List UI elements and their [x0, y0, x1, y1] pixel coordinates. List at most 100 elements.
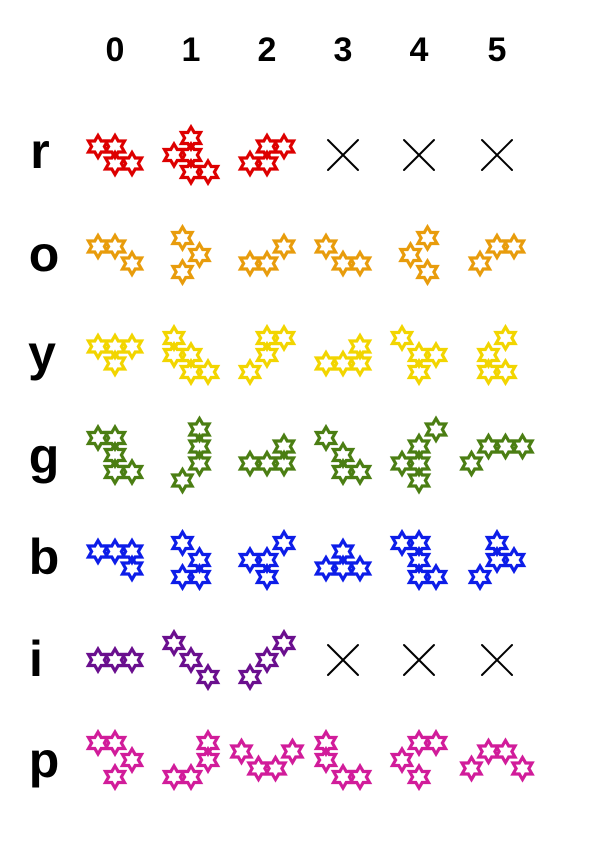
shape-y-2: [237, 323, 297, 387]
column-label-3: 3: [334, 31, 353, 69]
star-icon: [493, 737, 518, 766]
star-icon: [389, 449, 415, 478]
star-icon: [501, 545, 527, 575]
star-icon: [119, 249, 145, 278]
shape-p-0: [85, 728, 145, 792]
shape-grid: [85, 123, 535, 792]
star-icon: [330, 249, 356, 278]
star-icon: [170, 223, 195, 253]
star-icon: [493, 323, 518, 353]
star-icon: [237, 545, 263, 575]
star-icon: [195, 745, 221, 775]
star-icon: [313, 728, 339, 758]
star-icon: [406, 528, 432, 558]
shape-y-1: [161, 323, 221, 387]
star-icon: [187, 432, 212, 461]
star-icon: [501, 232, 527, 261]
star-icon: [476, 340, 501, 370]
row-label-g: g: [29, 428, 60, 484]
star-icon: [406, 432, 432, 461]
star-icon: [271, 232, 297, 261]
star-icon: [271, 132, 297, 161]
star-icon: [102, 423, 128, 453]
star-icon: [195, 357, 221, 387]
star-icon: [102, 645, 128, 675]
star-icon: [119, 537, 145, 566]
star-icon: [187, 240, 212, 270]
star-icon: [119, 332, 145, 361]
star-icon: [415, 223, 440, 253]
star-icon: [102, 537, 128, 566]
star-icon: [510, 754, 535, 783]
shape-y-3: [313, 332, 373, 378]
star-icon: [237, 149, 263, 178]
star-icon: [229, 737, 254, 766]
shape-p-2: [229, 737, 305, 783]
star-icon: [254, 562, 280, 592]
star-icon: [195, 662, 221, 692]
star-icon: [119, 645, 145, 675]
column-label-0: 0: [106, 31, 125, 69]
star-icon: [254, 449, 280, 478]
star-icon: [102, 132, 128, 161]
star-icon: [178, 762, 204, 792]
shape-r-0: [85, 132, 145, 178]
column-labels: 0 1 2 3 4 5: [106, 31, 507, 69]
star-icon: [170, 562, 195, 592]
star-icon: [170, 257, 195, 287]
star-icon: [161, 628, 187, 658]
star-icon: [347, 554, 373, 583]
star-icon: [246, 754, 271, 783]
shape-o-1: [170, 223, 212, 287]
shape-r-1: [161, 123, 221, 187]
star-icon: [271, 432, 297, 461]
star-icon: [423, 562, 449, 592]
star-icon: [119, 149, 145, 178]
row-label-r: r: [30, 123, 49, 179]
star-icon: [423, 728, 449, 758]
shape-o-2: [237, 232, 297, 278]
shape-i-0: [85, 645, 145, 675]
star-icon: [459, 754, 484, 783]
column-label-5: 5: [488, 31, 507, 69]
star-icon: [271, 449, 297, 478]
row-label-p: p: [29, 732, 60, 788]
shape-b-3: [313, 537, 373, 583]
shape-y-0: [85, 332, 145, 378]
shape-g-0: [85, 423, 145, 487]
star-icon: [161, 140, 187, 170]
shape-y-5: [476, 323, 518, 387]
row-label-b: b: [29, 529, 60, 585]
star-icon: [271, 528, 297, 558]
star-icon: [493, 432, 518, 461]
star-icon: [119, 457, 145, 487]
star-icon: [178, 645, 204, 675]
star-icon: [415, 257, 440, 287]
star-icon: [313, 745, 339, 775]
empty-cross-icon: [481, 139, 513, 171]
shape-g-2: [237, 432, 297, 478]
star-icon: [476, 432, 501, 461]
shape-g-5: [459, 432, 535, 478]
star-icon: [178, 340, 204, 370]
star-icon: [313, 554, 339, 583]
star-icon: [484, 528, 510, 558]
shape-p-3: [313, 728, 373, 792]
star-icon: [187, 562, 212, 592]
star-icon: [406, 728, 432, 758]
star-icon: [102, 440, 128, 470]
star-icon: [347, 249, 373, 278]
star-icon: [187, 415, 212, 444]
shape-i-2: [237, 628, 297, 692]
star-icon: [187, 545, 212, 575]
star-icon: [406, 545, 432, 575]
star-icon: [102, 349, 128, 378]
star-icon: [476, 737, 501, 766]
column-label-4: 4: [410, 31, 429, 69]
shape-b-2: [237, 528, 297, 592]
star-icon: [330, 537, 356, 566]
star-icon: [237, 662, 263, 692]
star-icon: [271, 323, 297, 353]
star-icon: [254, 340, 280, 370]
star-icon: [263, 754, 288, 783]
